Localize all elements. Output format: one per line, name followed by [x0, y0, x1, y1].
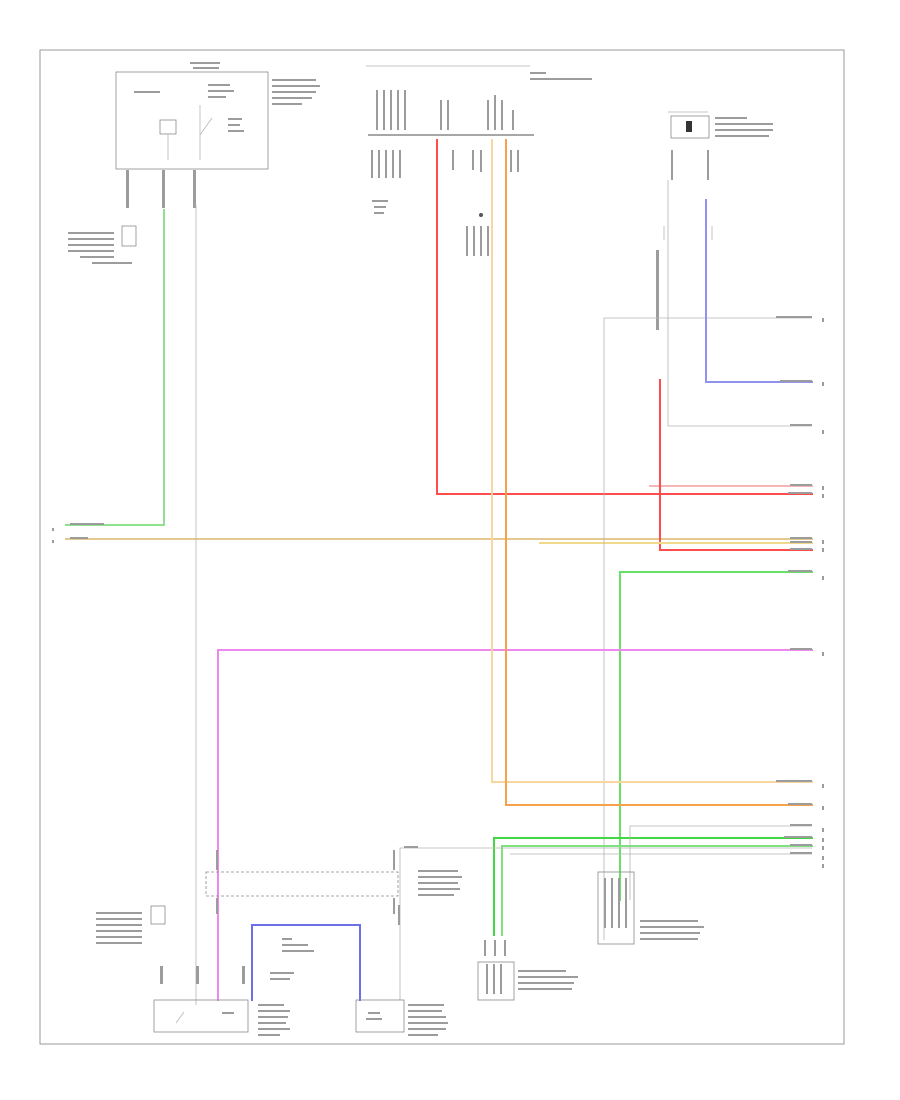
wire-green-bottom-2 — [501, 845, 813, 936]
left-terminal-labels — [52, 523, 104, 543]
top-left-module — [68, 62, 320, 264]
wire-blue-sensor — [705, 199, 813, 383]
right-bottom-connector — [597, 871, 704, 945]
wire-gray-right-2 — [667, 180, 812, 427]
wire-magenta — [217, 649, 813, 1001]
fuel-tank-sensor — [477, 940, 578, 1001]
upper-connector-bar — [205, 846, 462, 914]
main-connector-block — [366, 65, 592, 256]
wire-red-sensor — [659, 379, 813, 551]
wire-gray-right-1 — [603, 317, 812, 940]
right-pump-module — [355, 905, 448, 1036]
wire-blue-loop — [251, 924, 361, 1001]
right-terminal-labels — [776, 316, 824, 868]
diagram-frame — [39, 49, 845, 1045]
wire-gray-bottom-1 — [629, 825, 812, 900]
wire-green-right — [619, 571, 813, 901]
top-right-sensor — [656, 111, 773, 330]
wire-green-bottom — [493, 837, 813, 936]
wire-gray-bottom-2 — [399, 847, 812, 1000]
wire-light-orange — [491, 139, 813, 783]
pump-module — [96, 905, 314, 1036]
wire-orange — [505, 139, 813, 806]
wire-red-top — [436, 139, 813, 495]
